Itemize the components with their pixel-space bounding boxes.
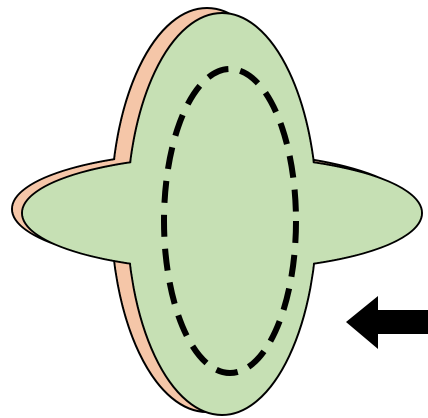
arrow-shape (346, 296, 428, 349)
front-layer-seam-cover-h (23, 157, 421, 269)
left-arrow-icon (346, 296, 428, 349)
front-layer (22, 13, 422, 415)
